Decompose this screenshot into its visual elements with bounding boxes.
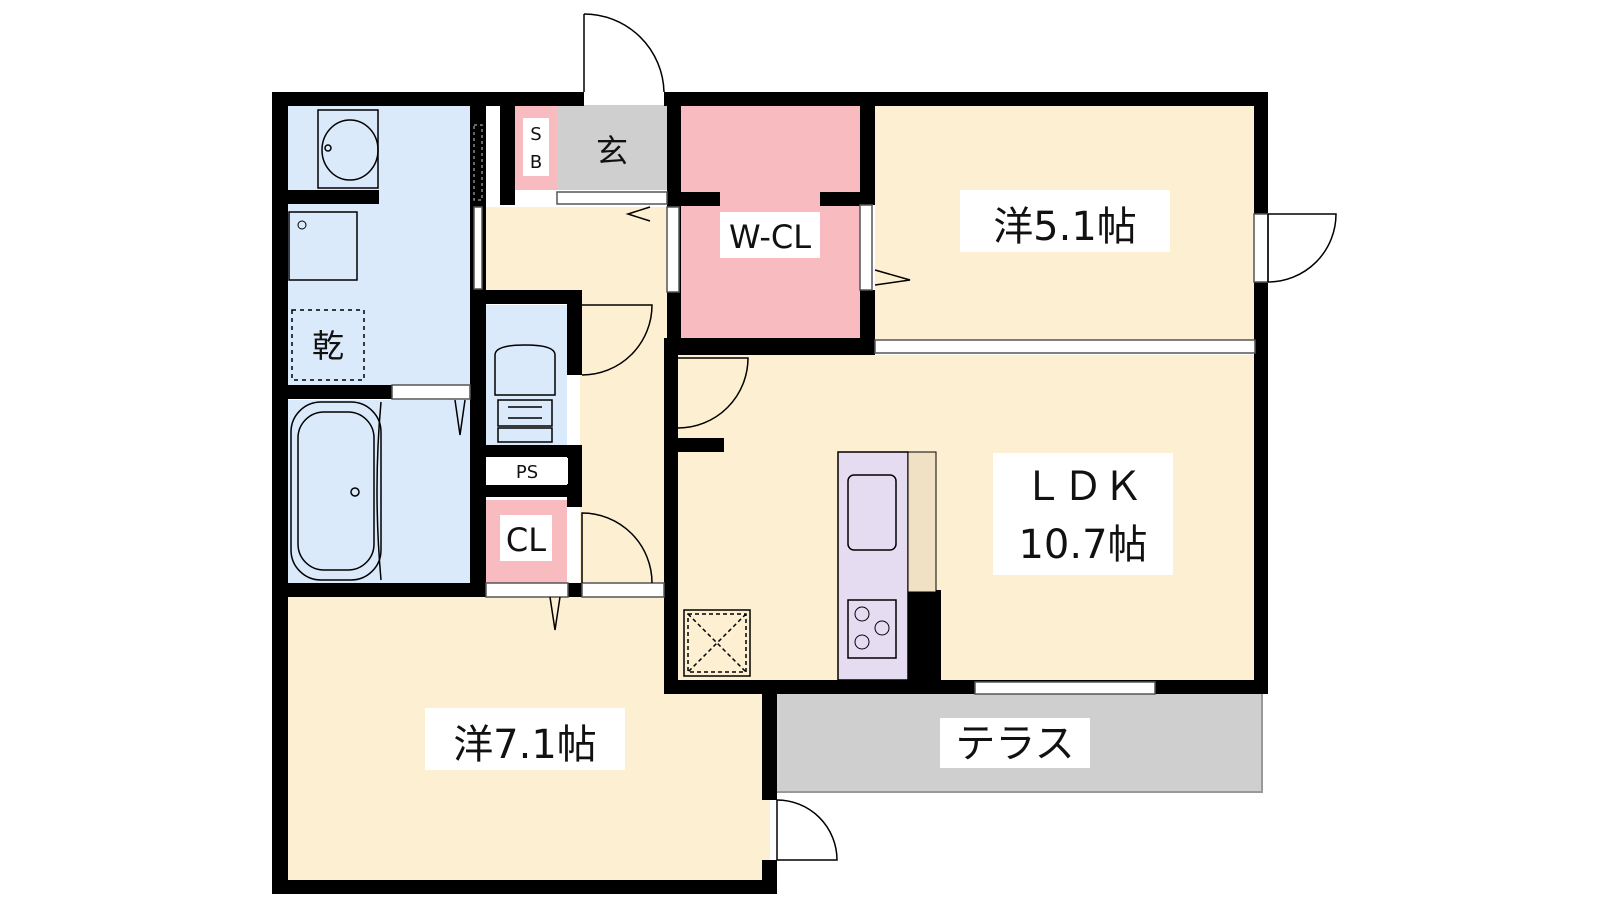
shoe-box-label-b: B	[530, 152, 542, 173]
floor-storage	[683, 609, 751, 677]
ldk-label-bg	[993, 453, 1173, 575]
ps-label-bg	[486, 458, 568, 484]
terrace-label: テラス	[955, 721, 1074, 767]
western-5-label: 洋5.1帖	[993, 204, 1137, 250]
western-7-label: 洋7.1帖	[453, 722, 597, 768]
dryer-area	[291, 309, 365, 381]
partition-lines	[391, 124, 1269, 695]
bathtub-fixture	[290, 401, 382, 581]
hallway-floor	[485, 207, 668, 300]
dryer-label: 乾	[312, 327, 344, 365]
entrance-floor	[557, 105, 667, 190]
ldk-name-label: ＬＤＫ	[1023, 464, 1143, 510]
ldk-size-label: 10.7帖	[1018, 522, 1147, 568]
closet-label-bg	[500, 515, 552, 561]
washbasin-fixture	[317, 109, 379, 189]
entrance-label: 玄	[596, 132, 628, 170]
washing-machine-dot	[297, 220, 307, 230]
western-7-label-bg	[425, 708, 625, 770]
hallway-floor-2	[580, 290, 668, 600]
western-5-label-bg	[960, 190, 1170, 252]
wic-label-bg	[720, 212, 820, 258]
closet-label: CL	[506, 521, 546, 559]
pipe-space-label: PS	[516, 462, 538, 483]
walk-in-closet-label: W-CL	[729, 218, 811, 256]
kitchen-counter	[837, 451, 937, 681]
door-swings	[454, 13, 1337, 861]
shoe-box-label-s: S	[530, 124, 541, 145]
washing-machine-fixture	[288, 211, 358, 281]
terrace-label-bg	[940, 718, 1090, 768]
toilet-fixture	[494, 344, 556, 443]
shoebox-label-bg	[523, 118, 549, 176]
